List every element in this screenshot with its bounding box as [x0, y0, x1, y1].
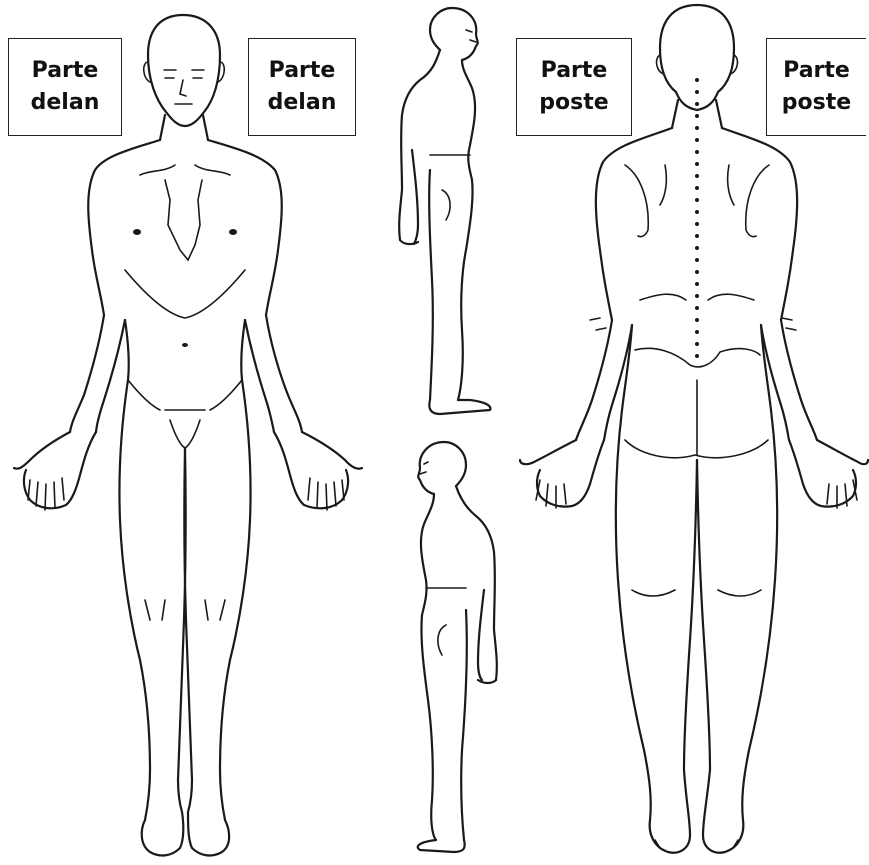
label-back-right: Parte poste — [766, 38, 866, 136]
label-back-left: Parte poste — [516, 38, 632, 136]
label-back-left-line2: poste — [539, 87, 608, 119]
label-front-left-line2: delan — [31, 87, 100, 119]
label-back-right-line1: Parte — [783, 55, 850, 87]
side-view-figure-facing-right — [399, 8, 490, 414]
spine-dots — [695, 78, 699, 358]
label-front-right-line1: Parte — [269, 55, 336, 87]
label-front-right-line2: delan — [268, 87, 337, 119]
label-back-left-line1: Parte — [541, 55, 608, 87]
label-front-right: Parte delan — [248, 38, 356, 136]
label-front-left: Parte delan — [8, 38, 122, 136]
label-front-left-line1: Parte — [32, 55, 99, 87]
label-back-right-line2: poste — [782, 87, 851, 119]
front-view-figure — [14, 15, 362, 855]
side-view-figure-facing-left — [418, 442, 497, 852]
